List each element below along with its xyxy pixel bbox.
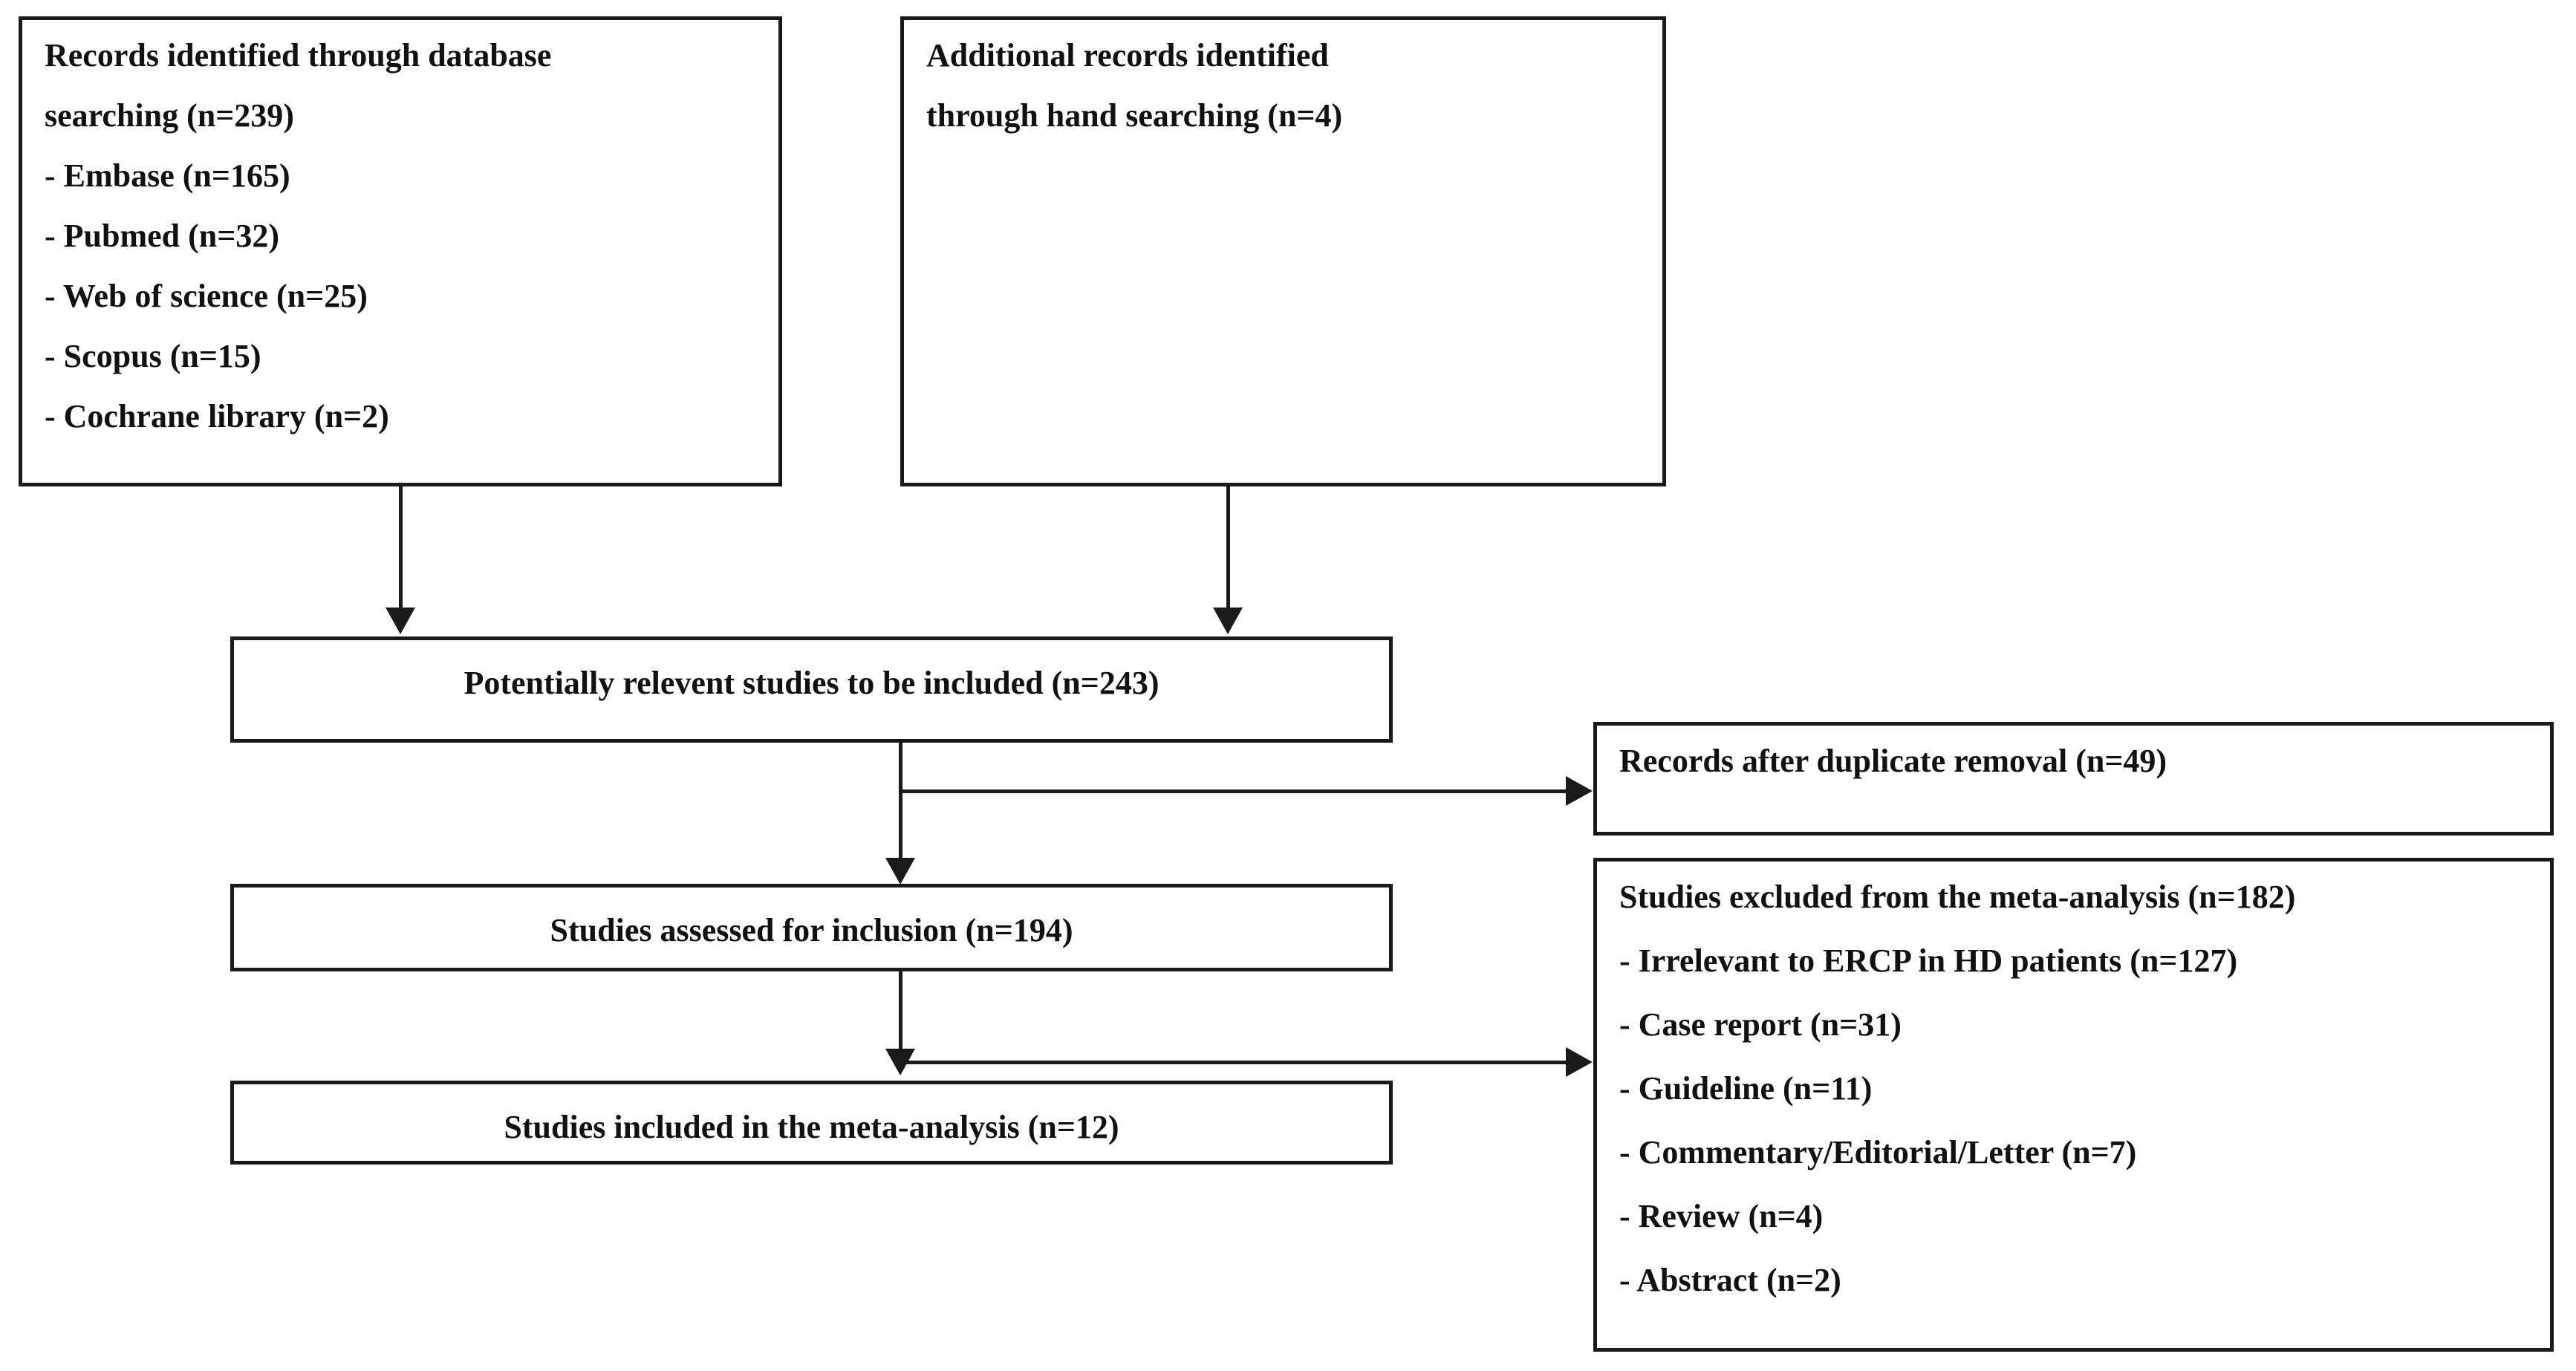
box-assessed-for-inclusion: Studies assessed for inclusion (n=194)	[230, 884, 1393, 971]
hand-search-line-2: through hand searching (n=4)	[926, 97, 1343, 134]
studies-excluded-line-7: - Abstract (n=2)	[1619, 1262, 1841, 1298]
box-included-in-meta-analysis-text: Studies included in the meta-analysis (n…	[234, 1084, 1389, 1144]
database-search-line-2: searching (n=239)	[45, 97, 294, 134]
box-included-in-meta-analysis: Studies included in the meta-analysis (n…	[230, 1081, 1393, 1165]
database-search-line-5: - Web of science (n=25)	[45, 278, 368, 314]
connector-hand-to-relevant-line	[1226, 486, 1230, 609]
database-search-line-1: Records identified through database	[45, 37, 552, 74]
database-search-line-3: - Embase (n=165)	[45, 157, 290, 194]
database-search-line-6: - Scopus (n=15)	[45, 338, 261, 374]
box-potentially-relevant: Potentially relevent studies to be inclu…	[230, 636, 1393, 743]
studies-excluded-line-2: - Irrelevant to ERCP in HD patients (n=1…	[1619, 942, 2238, 979]
box-potentially-relevant-text: Potentially relevent studies to be inclu…	[234, 640, 1389, 700]
potentially-relevant-label: Potentially relevent studies to be inclu…	[464, 665, 1159, 701]
box-studies-excluded-text: Studies excluded from the meta-analysis …	[1597, 862, 2550, 1328]
box-duplicates-removed: Records after duplicate removal (n=49)	[1593, 722, 2554, 836]
assessed-for-inclusion-label: Studies assessed for inclusion (n=194)	[550, 912, 1073, 948]
studies-excluded-line-5: - Commentary/Editorial/Letter (n=7)	[1619, 1134, 2137, 1170]
duplicates-removed-label: Records after duplicate removal (n=49)	[1619, 743, 2167, 779]
box-database-search-text: Records identified through database sear…	[22, 20, 778, 460]
included-in-meta-analysis-label: Studies included in the meta-analysis (n…	[504, 1109, 1119, 1145]
database-search-line-7: - Cochrane library (n=2)	[45, 398, 389, 434]
connector-hand-to-relevant-arrow	[1213, 608, 1243, 634]
connector-database-to-relevant-arrow	[386, 608, 415, 634]
connector-excluded-branch-arrow	[1566, 1047, 1593, 1077]
connector-relevant-to-assessed-arrow	[885, 858, 915, 885]
database-search-line-4: - Pubmed (n=32)	[45, 218, 279, 254]
studies-excluded-line-6: - Review (n=4)	[1619, 1198, 1824, 1234]
studies-excluded-line-3: - Case report (n=31)	[1619, 1006, 1902, 1043]
connector-excluded-branch-line	[899, 1061, 1567, 1064]
connector-duplicates-branch-line	[899, 789, 1567, 793]
box-duplicates-removed-text: Records after duplicate removal (n=49)	[1597, 726, 2550, 778]
box-database-search: Records identified through database sear…	[19, 16, 782, 486]
hand-search-line-1: Additional records identified	[926, 37, 1329, 74]
box-hand-search-text: Additional records identified through ha…	[904, 20, 1662, 160]
box-assessed-for-inclusion-text: Studies assessed for inclusion (n=194)	[234, 888, 1389, 947]
studies-excluded-line-1: Studies excluded from the meta-analysis …	[1619, 879, 2296, 915]
box-studies-excluded: Studies excluded from the meta-analysis …	[1593, 858, 2554, 1352]
connector-relevant-to-assessed-line	[899, 743, 902, 863]
box-hand-search: Additional records identified through ha…	[900, 16, 1666, 486]
studies-excluded-line-4: - Guideline (n=11)	[1619, 1070, 1873, 1107]
connector-database-to-relevant-line	[399, 486, 403, 609]
connector-duplicates-branch-arrow	[1566, 776, 1593, 806]
connector-assessed-to-included-line	[899, 971, 902, 1053]
